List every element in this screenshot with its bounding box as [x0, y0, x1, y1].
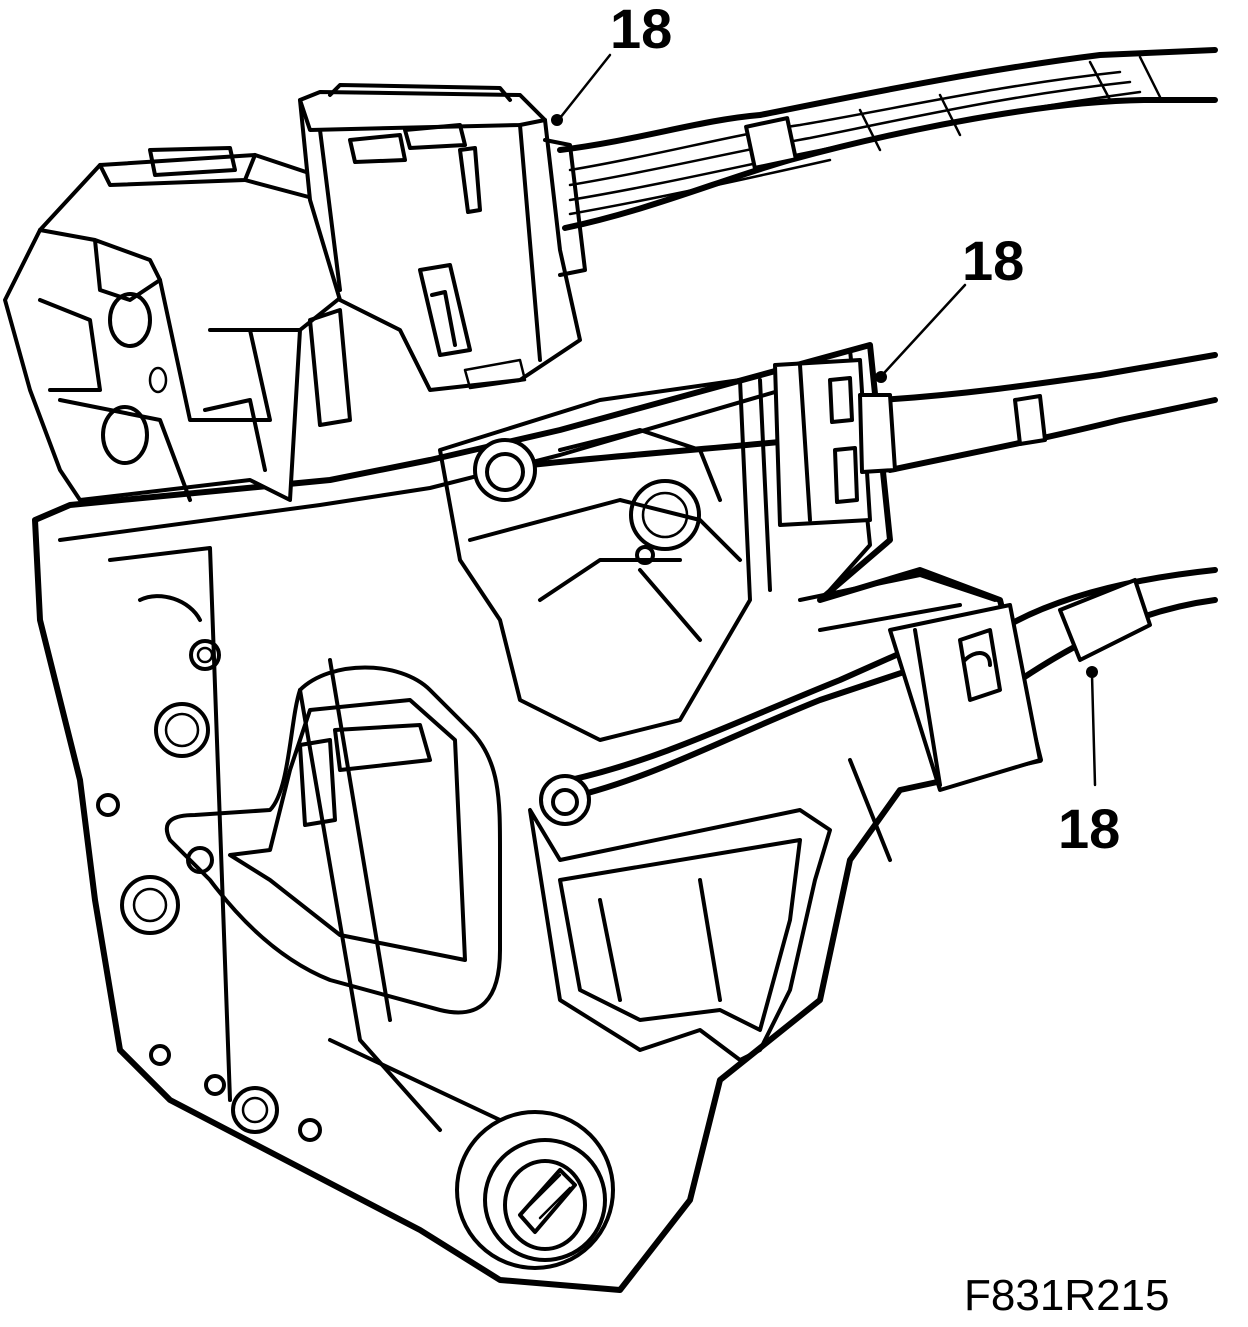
motor-housing	[3, 146, 357, 502]
connector-upper	[298, 83, 587, 427]
callout-label-middle: 18	[962, 229, 1024, 292]
callout-label-top: 18	[610, 0, 672, 60]
leader-lines	[551, 53, 1098, 787]
switch-lower	[539, 603, 1042, 826]
cables-right	[877, 352, 1218, 683]
switch-middle	[473, 358, 897, 527]
callout-label-bottom: 18	[1058, 797, 1120, 860]
figure-code: F831R215	[964, 1271, 1169, 1320]
wire-harness	[557, 47, 1218, 231]
lock-body	[32, 342, 1043, 1293]
